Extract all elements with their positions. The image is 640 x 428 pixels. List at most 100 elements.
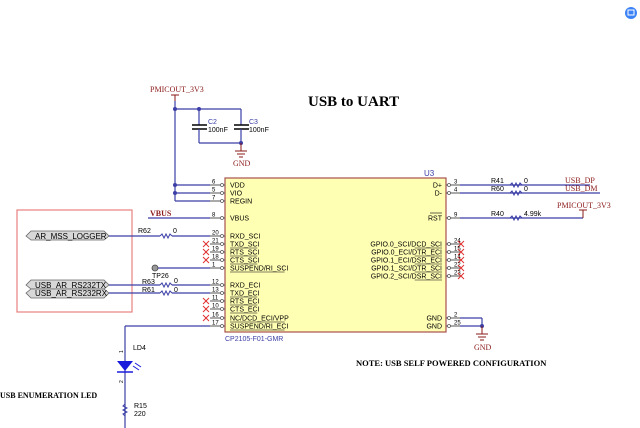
pin-name: TXD_ECI (230, 291, 260, 298)
r63-value: 0 (174, 278, 178, 285)
page-title: USB to UART (308, 94, 399, 110)
pin-name: RTS_ECI (230, 299, 259, 306)
pin-name: TXD_SCI (230, 242, 260, 249)
pin-number: 24 (454, 239, 461, 245)
net-usb-dp: USB_DP (565, 176, 595, 185)
badge-icon[interactable] (625, 7, 637, 19)
pin-name: VIO (230, 191, 243, 198)
tp26-label: TP26 (152, 273, 169, 280)
pin-number: 19 (212, 247, 219, 253)
ports-frame (16, 209, 133, 313)
pin-number: 16 (212, 313, 219, 319)
pin-name: GPIO.1_ECI/DSR_ECI (371, 258, 442, 265)
pin-number: 15 (454, 247, 461, 253)
pin-number: 9 (454, 213, 458, 219)
gnd-label-chip: GND (474, 343, 492, 352)
led-ld4[interactable] (117, 361, 142, 373)
r62-ref: R62 (138, 228, 151, 235)
resistor-r62[interactable] (159, 232, 173, 240)
pin-number: 8 (212, 213, 216, 219)
pin-number: 25 (454, 321, 461, 327)
chip-ref: U3 (424, 169, 435, 178)
pin-number: 1 (212, 263, 216, 269)
resistor-r41[interactable] (509, 181, 523, 189)
resistor-r15[interactable] (121, 403, 129, 417)
pin-name: GPIO.2_SCI/DSR_SCI (371, 274, 442, 281)
resistor-r61[interactable] (159, 289, 173, 297)
pin-number: 13 (212, 288, 219, 294)
resistor-r63[interactable] (159, 281, 173, 289)
c2-value: 100nF (208, 127, 228, 134)
pin-name: RXD_ECI (230, 283, 260, 290)
pin-d-[interactable]: 4D- (435, 188, 460, 198)
port-tx-label: USB_AR_RS232TX (35, 281, 107, 290)
c2-ref: C2 (208, 119, 217, 126)
pin-name: CTS_SCI (230, 258, 260, 265)
capacitor-c3[interactable] (234, 109, 249, 143)
pin-name: REGIN (230, 199, 252, 206)
pin-number: 7 (212, 196, 216, 202)
pin-number: 18 (212, 255, 219, 261)
led-pin2: 2 (119, 380, 125, 383)
port-usb-ar-rs232rx[interactable]: USB_AR_RS232RX (25, 288, 110, 299)
capacitor-c2[interactable] (192, 109, 207, 143)
net-pmicout-top: PMICOUT_3V3 (150, 85, 204, 94)
r41-value: 0 (524, 178, 528, 185)
pin-number: 6 (212, 180, 216, 186)
junction (173, 107, 177, 111)
pin-number: 10 (212, 304, 219, 310)
pin-name: NC/DCD_ECI/VPP (230, 316, 289, 323)
pin-number: 14 (454, 255, 461, 261)
pin-number: 21 (212, 239, 219, 245)
net-vbus: VBUS (150, 209, 172, 218)
chip-part: CP2105-F01-GMR (225, 336, 283, 343)
pin-number: 12 (212, 280, 219, 286)
pin-name: D- (435, 191, 443, 198)
resistor-r60[interactable] (509, 189, 523, 197)
r40-value: 4.99k (524, 211, 542, 218)
pin-name: CTS_ECI (230, 307, 260, 314)
pin-name: RST (428, 216, 443, 223)
r62-value: 0 (173, 228, 177, 235)
port-ar-mss-logger[interactable]: AR_MSS_LOGGER (25, 230, 110, 241)
chip-body[interactable] (224, 177, 447, 333)
resistor-r40[interactable] (509, 214, 523, 222)
r60-ref: R60 (491, 186, 504, 193)
c3-ref: C3 (249, 119, 258, 126)
c3-value: 100nF (249, 127, 269, 134)
pin-d-[interactable]: 3D+ (433, 180, 460, 190)
pin-name: GPIO.0_SCI/DCD_SCI (370, 242, 442, 249)
pin-number: 22 (454, 263, 461, 269)
pin-name: RTS_SCI (230, 250, 259, 257)
note-text: NOTE: USB SELF POWERED CONFIGURATION (356, 358, 547, 368)
r61-ref: R61 (142, 287, 155, 294)
gnd-symbol-caps (235, 143, 247, 158)
testpoint-tp26[interactable] (151, 264, 159, 272)
led-caption: USB ENUMERATION LED (0, 391, 97, 400)
